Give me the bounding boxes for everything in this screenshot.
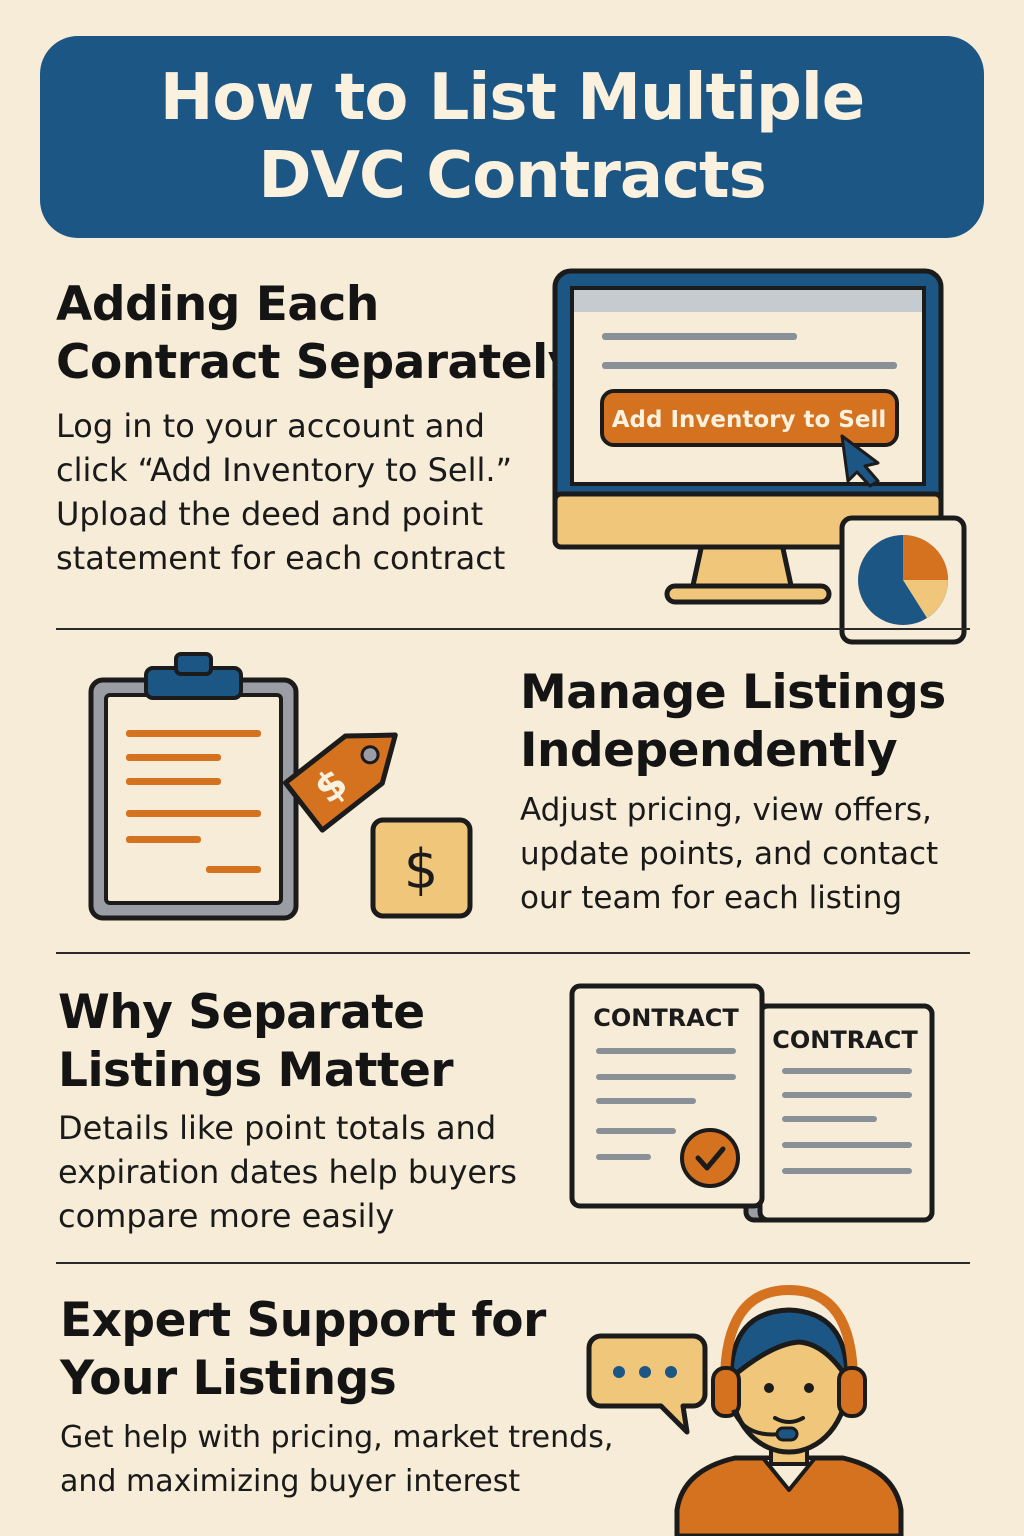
contracts-illustration: CONTRACT CONTRACT [569, 983, 935, 1223]
price-tag-icon: $ [282, 732, 398, 833]
title-banner: How to List Multiple DVC Contracts [40, 36, 984, 238]
contract-document-back: CONTRACT [743, 1003, 935, 1223]
section-4-title: Expert Support for Your Listings [60, 1292, 546, 1408]
section-4-body-line-2: and maximizing buyer interest [60, 1464, 521, 1499]
cursor-icon [840, 434, 880, 488]
section-2-title-line-2: Independently [520, 723, 898, 778]
section-4-title-line-1: Expert Support for [60, 1293, 546, 1348]
section-divider-3 [56, 1262, 970, 1264]
section-4-title-line-2: Your Listings [60, 1351, 397, 1406]
add-inventory-button-label: Add Inventory to Sell [612, 407, 887, 433]
section-1-title-line-1: Adding Each [56, 277, 379, 332]
check-icon [680, 1128, 740, 1188]
section-2-title-line-1: Manage Listings [520, 665, 946, 720]
dollar-symbol: $ [404, 838, 438, 901]
section-3-body: Details like point totals and expiration… [58, 1106, 517, 1238]
section-2-body-line-2: update points, and contact [520, 836, 939, 872]
page-title-line-1: How to List Multiple [159, 61, 865, 135]
monitor-illustration: Add Inventory to Sell [552, 268, 967, 645]
section-4-body-line-1: Get help with pricing, market trends, [60, 1420, 614, 1455]
section-divider-2 [56, 952, 970, 954]
clipboard-icon [88, 652, 299, 921]
section-1-body: Log in to your account and click “Add In… [56, 404, 512, 580]
section-2-body: Adjust pricing, view offers, update poin… [520, 788, 938, 920]
section-2-body-line-3: our team for each listing [520, 880, 903, 916]
section-3-body-line-2: expiration dates help buyers [58, 1153, 517, 1191]
section-divider-1 [56, 628, 970, 630]
section-3-title-line-1: Why Separate [58, 985, 425, 1040]
section-1-body-line-1: Log in to your account and [56, 407, 485, 445]
section-3-body-line-1: Details like point totals and [58, 1109, 497, 1147]
section-3-body-line-3: compare more easily [58, 1197, 395, 1235]
contract-front-label: CONTRACT [593, 1004, 739, 1032]
support-agent-icon [674, 1307, 904, 1536]
clipboard-illustration: $ $ [88, 652, 473, 921]
support-illustration [586, 1284, 904, 1536]
section-3-title: Why Separate Listings Matter [58, 984, 454, 1100]
section-2-body-line-1: Adjust pricing, view offers, [520, 792, 932, 828]
section-2-title: Manage Listings Independently [520, 664, 946, 780]
section-3-title-line-2: Listings Matter [58, 1043, 454, 1098]
section-1-title: Adding Each Contract Separately [56, 276, 578, 392]
contract-back-label: CONTRACT [772, 1026, 918, 1054]
section-1-body-line-3: Upload the deed and point [56, 495, 484, 533]
pie-chart-icon [839, 515, 967, 645]
section-4-body: Get help with pricing, market trends, an… [60, 1416, 613, 1504]
chat-bubble-icon [586, 1333, 708, 1435]
dollar-icon: $ [370, 817, 473, 919]
page-title-line-2: DVC Contracts [258, 139, 766, 213]
section-1-body-line-4: statement for each contract [56, 539, 506, 577]
add-inventory-button[interactable]: Add Inventory to Sell [600, 389, 899, 447]
section-1-title-line-2: Contract Separately [56, 335, 578, 390]
page-title: How to List Multiple DVC Contracts [159, 59, 865, 215]
headset-icon [711, 1284, 867, 1442]
section-1-body-line-2: click “Add Inventory to Sell.” [56, 451, 513, 489]
